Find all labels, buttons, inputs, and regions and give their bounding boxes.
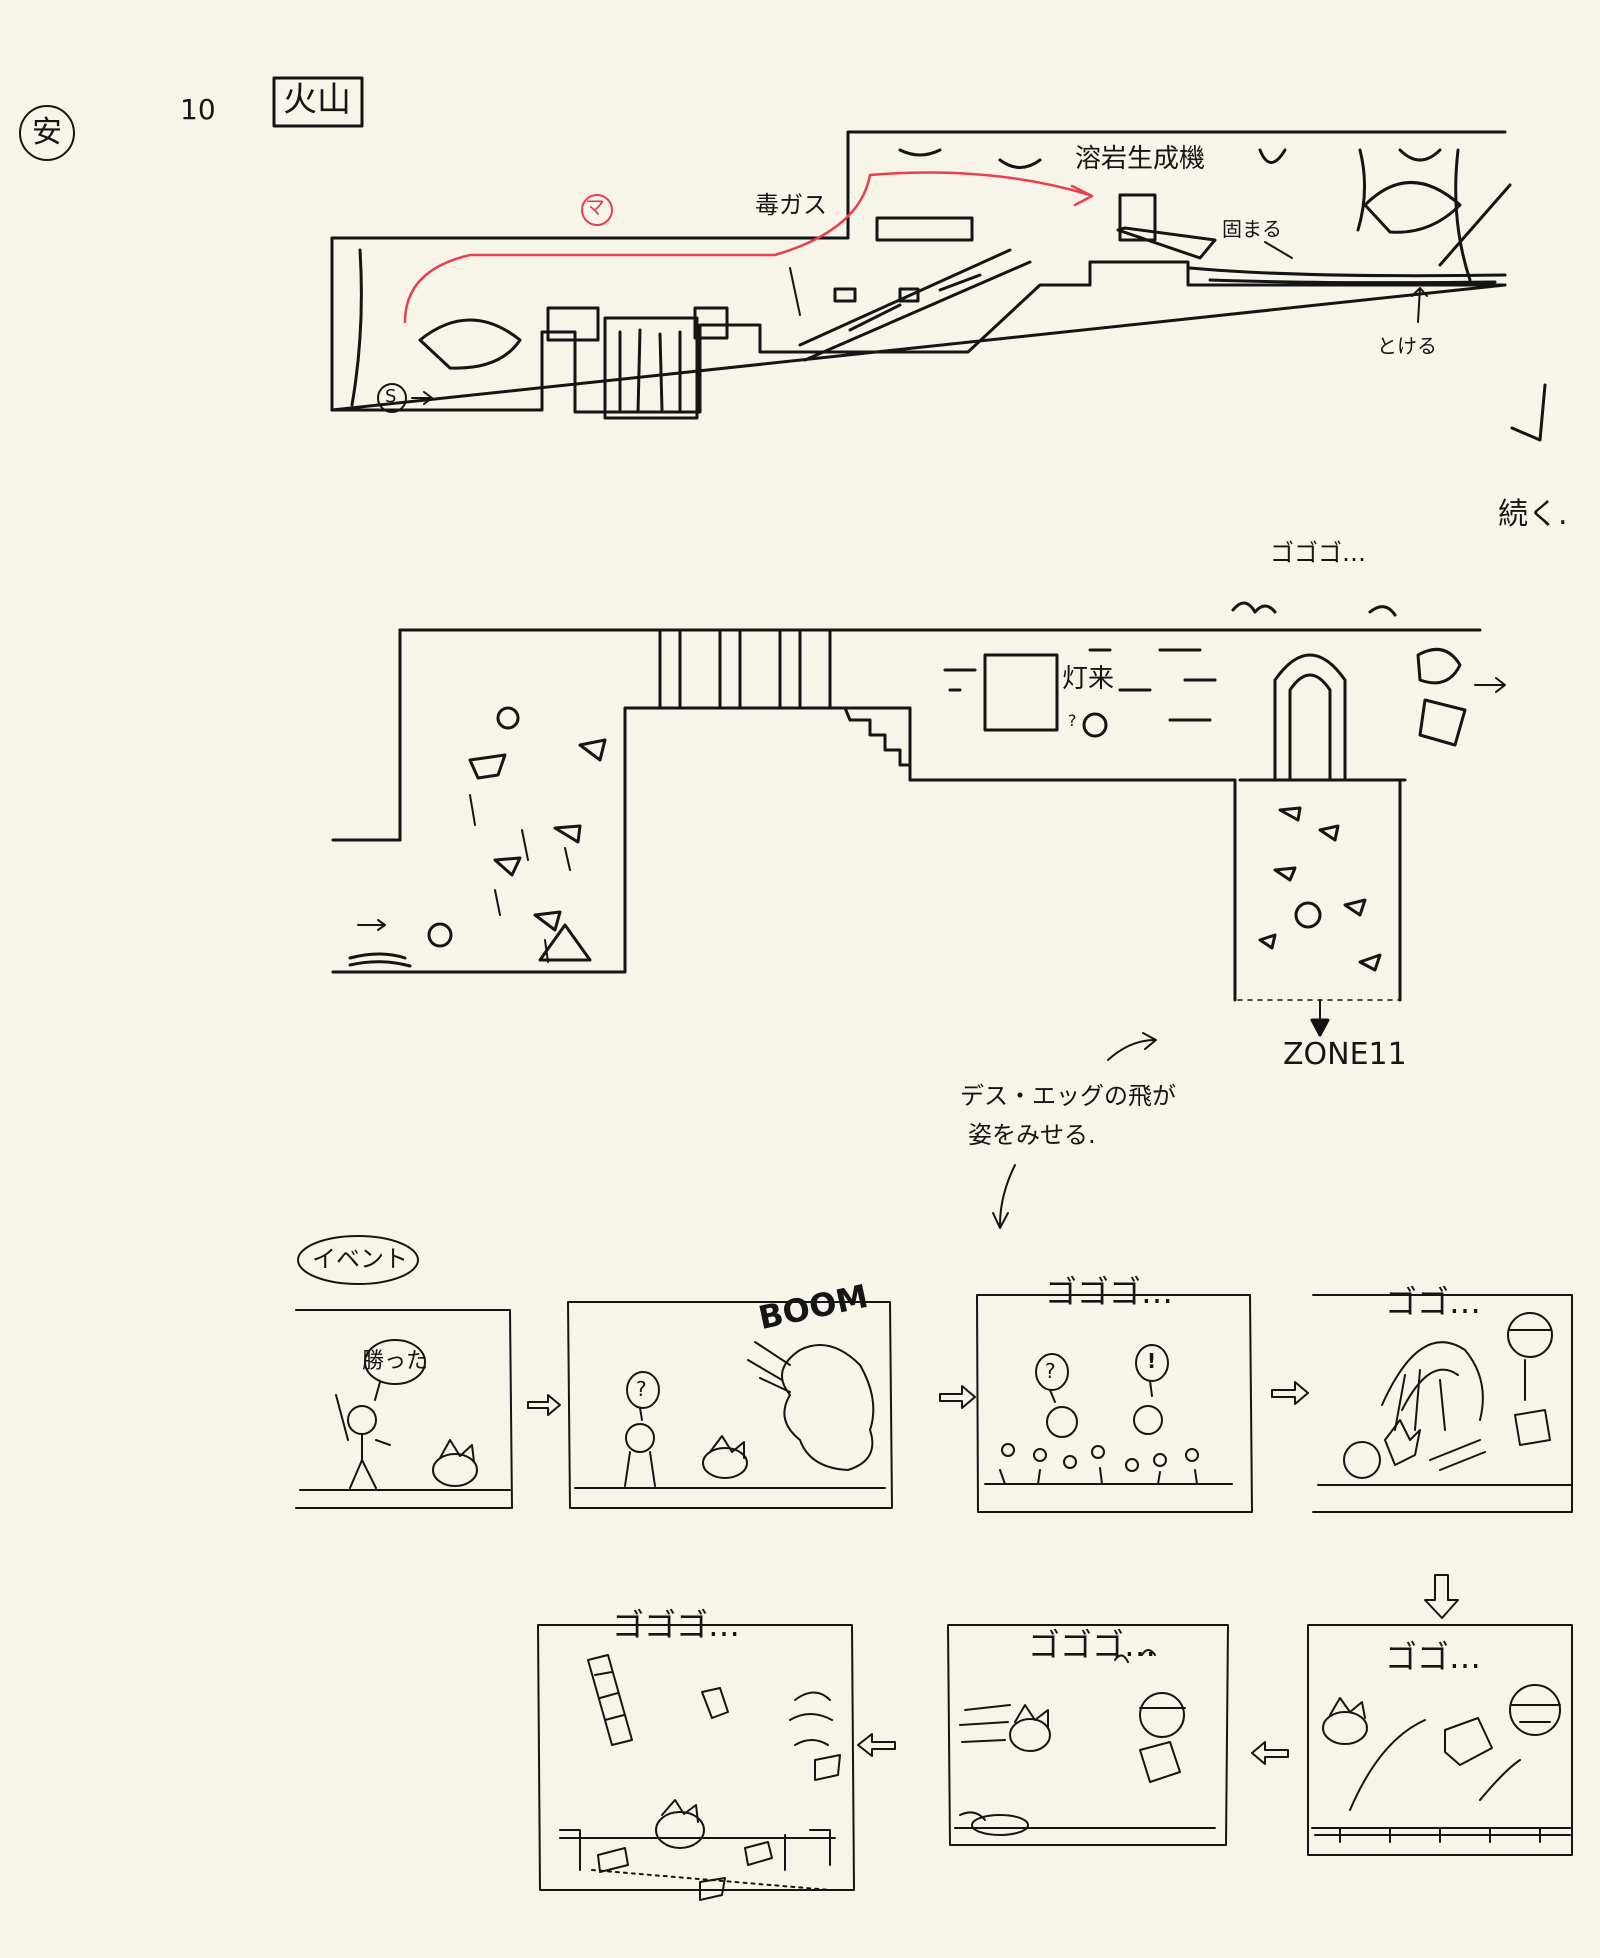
machine-label: 溶岩生成機 bbox=[1075, 144, 1206, 174]
event-characters-row2 bbox=[559, 1649, 1571, 1901]
panel6-rumble: ゴゴゴ… bbox=[1028, 1626, 1157, 1664]
melt-label: とける bbox=[1377, 334, 1437, 358]
map-volcano-2 bbox=[331, 601, 1482, 1002]
zone-exit-arrowhead bbox=[1310, 1018, 1330, 1037]
map2-enter-arrow bbox=[357, 919, 386, 931]
panel5-rumble: ゴゴ… bbox=[1385, 1638, 1482, 1676]
note-arrow-up bbox=[1107, 1032, 1157, 1061]
panel3-rumble: ゴゴゴ… bbox=[1045, 1273, 1174, 1311]
harden-label: 固まる bbox=[1222, 217, 1282, 241]
route-line bbox=[403, 171, 1092, 324]
map-volcano-1 bbox=[330, 130, 1512, 420]
continue-arrow bbox=[1510, 383, 1547, 442]
panel1-speech: 勝った bbox=[362, 1349, 429, 1374]
page-number: 10 bbox=[180, 93, 216, 126]
panel-transition-arrows bbox=[527, 1381, 1459, 1765]
melt-arrow bbox=[1411, 287, 1428, 323]
map2-question-mark: ? bbox=[1068, 711, 1077, 730]
stamp-label: 安 bbox=[32, 115, 62, 150]
zone-exit-label: ZONE11 bbox=[1283, 1037, 1407, 1072]
note-line-2: 姿をみせる. bbox=[968, 1121, 1096, 1149]
panel2-speech: ? bbox=[636, 1377, 647, 1401]
start-marker-circle bbox=[377, 383, 407, 413]
route-marker-label: マ bbox=[585, 195, 605, 219]
event-panels bbox=[295, 1294, 1573, 1891]
page-title: 火山 bbox=[283, 80, 351, 120]
start-arrow bbox=[411, 391, 433, 405]
event-label: イベント bbox=[312, 1245, 408, 1273]
harden-arrow bbox=[1264, 241, 1293, 259]
panel3-speech-b: ! bbox=[1147, 1349, 1157, 1373]
panel4-rumble: ゴゴ… bbox=[1385, 1283, 1482, 1321]
gas-label: 毒ガス bbox=[755, 191, 827, 219]
panel7-rumble: ゴゴゴ… bbox=[612, 1606, 741, 1644]
note-arrow-down bbox=[992, 1164, 1016, 1229]
route-marker-circle bbox=[581, 194, 613, 226]
route-arrowhead bbox=[1070, 184, 1094, 207]
title-box bbox=[272, 76, 364, 128]
stamp-circle bbox=[19, 105, 75, 161]
map2-rumble-label: ゴゴゴ… bbox=[1270, 539, 1366, 567]
event-characters bbox=[335, 1312, 1553, 1489]
map2-sign-label: 灯来 bbox=[1062, 664, 1115, 694]
panel3-speech-a: ? bbox=[1045, 1359, 1056, 1383]
continue-label: 続く. bbox=[1498, 497, 1568, 532]
map2-exit-arrow bbox=[1474, 677, 1506, 693]
start-marker-label: S bbox=[385, 386, 397, 407]
event-label-bubble bbox=[297, 1235, 419, 1285]
note-line-1: デス・エッグの飛が bbox=[960, 1082, 1176, 1110]
